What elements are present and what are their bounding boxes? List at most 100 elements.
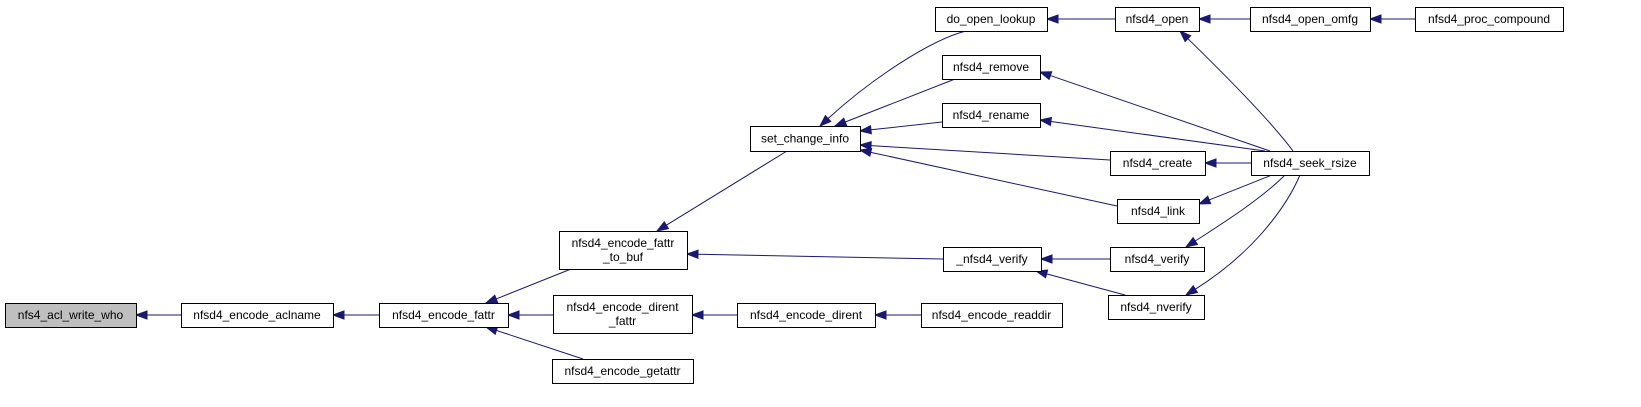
node-box (942, 55, 1041, 80)
edge-line (1050, 75, 1271, 152)
arrowhead (1197, 195, 1212, 205)
node-box (1108, 295, 1205, 320)
node-box (1251, 151, 1370, 176)
node-nfsd4-encode-fattr[interactable]: nfsd4_encode_fattr (379, 303, 509, 328)
node-box (943, 247, 1042, 272)
node-label: nfsd4_encode_dirent (750, 308, 863, 322)
edge-line (1187, 38, 1294, 152)
node-nfsd4-encode-getattr[interactable]: nfsd4_encode_getattr (552, 359, 694, 384)
node-nfsd4-remove[interactable]: nfsd4_remove (942, 55, 1041, 80)
arrowhead (134, 310, 148, 320)
edge-nfsd4_seek_rsize-to-nfsd4_remove (1038, 71, 1271, 152)
node-label: nfsd4_encode_fattr (572, 236, 675, 250)
edge-nfsd4_encode_aclname-to-nfs4_acl_write_who (134, 310, 181, 320)
edge-nfsd4_encode_dirent_fattr-to-nfsd4_encode_fattr (506, 310, 553, 320)
node-nfsd4-encode-dirent-fattr[interactable]: nfsd4_encode_dirent_fattr (553, 295, 693, 334)
edge-nfsd4_create-to-set_change_info (858, 140, 1111, 161)
arrowhead (1184, 236, 1199, 248)
node-box (1110, 151, 1206, 176)
edge-nfsd4_proc_compound-to-nfsd4_open_omfg (1368, 14, 1415, 24)
arrowhead (655, 220, 670, 232)
node-label: nfsd4_encode_dirent (566, 300, 679, 314)
node-box (1115, 7, 1200, 32)
node-do-open-lookup[interactable]: do_open_lookup (935, 7, 1048, 32)
edge-nfsd4_seek_rsize-to-nfsd4_rename (1038, 116, 1266, 152)
edge-do_open_lookup-to-set_change_info (818, 30, 967, 127)
node-box (942, 103, 1041, 128)
edge-line (1050, 121, 1266, 152)
edge-line (870, 151, 1118, 207)
node-nfsd4-open[interactable]: nfsd4_open (1115, 7, 1200, 32)
edge-line (496, 268, 572, 300)
node-label: nfsd4_verify (1125, 252, 1190, 266)
node-set-change-info[interactable]: set_change_info (750, 126, 861, 152)
node-label: nfsd4_proc_compound (1428, 12, 1550, 26)
arrowhead (1038, 71, 1053, 81)
node-nfsd4-link[interactable]: nfsd4_link (1117, 199, 1200, 224)
node-label: nfsd4_seek_rsize (1263, 156, 1357, 170)
edge-nfsd4_seek_rsize-to-nfsd4_verify (1184, 174, 1286, 248)
node-nfsd4-create[interactable]: nfsd4_create (1110, 151, 1206, 176)
node-nfsd4-encode-aclname[interactable]: nfsd4_encode_aclname (181, 303, 334, 328)
node-nfsd4-open-omfg[interactable]: nfsd4_open_omfg (1250, 7, 1371, 32)
edge-line (870, 145, 1111, 161)
edge-set_change_info-to-nfsd4_encode_fattr_to_buf (655, 150, 788, 232)
edge-nfsd4_nverify-to-_nfsd4_verify (1034, 269, 1126, 296)
node-box (921, 303, 1063, 328)
arrowhead (1184, 284, 1199, 296)
node-nfsd4-encode-readdir[interactable]: nfsd4_encode_readdir (921, 303, 1063, 328)
node-label: nfsd4_link (1131, 204, 1186, 218)
arrowhead (1178, 29, 1192, 43)
node-nfsd4-seek-rsize[interactable]: nfsd4_seek_rsize (1251, 151, 1370, 176)
edge-nfsd4_open-to-do_open_lookup (1045, 14, 1115, 24)
edge-nfsd4_link-to-set_change_info (858, 147, 1118, 207)
node-box (181, 303, 334, 328)
arrowhead (818, 114, 832, 127)
node-nfsd4-nverify[interactable]: nfsd4_nverify (1108, 295, 1205, 320)
arrowhead (690, 310, 704, 320)
edges-layer (134, 14, 1415, 360)
edge-nfsd4_encode_dirent-to-nfsd4_encode_dirent_fattr (690, 310, 737, 320)
edge-nfsd4_seek_rsize-to-nfsd4_nverify (1184, 174, 1301, 296)
node-label: do_open_lookup (947, 12, 1036, 26)
node-box (559, 231, 688, 270)
node-box (1415, 7, 1564, 32)
arrowhead (833, 117, 848, 127)
arrowhead (484, 294, 499, 304)
node-nfsd4-verify[interactable]: nfsd4_verify (1110, 247, 1205, 272)
node-label: nfsd4_create (1123, 156, 1193, 170)
edge-line (1209, 174, 1273, 201)
node--nfsd4-verify[interactable]: _nfsd4_verify (943, 247, 1042, 272)
edge-line (496, 329, 584, 360)
edge-line (1194, 174, 1286, 242)
edge-_nfsd4_verify-to-nfsd4_encode_fattr_to_buf (685, 249, 944, 260)
edge-line (845, 78, 956, 123)
arrowhead (1368, 14, 1382, 24)
node-nfsd4-rename[interactable]: nfsd4_rename (942, 103, 1041, 128)
node-label: nfsd4_remove (953, 60, 1029, 74)
arrowhead (858, 147, 873, 158)
arrowhead (1203, 158, 1217, 168)
edge-line (827, 30, 967, 119)
edge-line (1195, 174, 1301, 290)
node-box (1110, 247, 1205, 272)
arrowhead (685, 249, 699, 259)
edge-nfsd4_seek_rsize-to-nfsd4_open (1178, 29, 1294, 152)
node-nfsd4-proc-compound[interactable]: nfsd4_proc_compound (1415, 7, 1564, 32)
arrowhead (331, 310, 345, 320)
node-nfsd4-encode-fattr-to-buf[interactable]: nfsd4_encode_fattr_to_buf (559, 231, 688, 270)
node-nfsd4-encode-dirent[interactable]: nfsd4_encode_dirent (737, 303, 876, 328)
edge-nfsd4_encode_fattr-to-nfsd4_encode_aclname (331, 310, 379, 320)
edge-nfsd4_remove-to-set_change_info (833, 78, 956, 127)
node-nfs4-acl-write-who[interactable]: nfs4_acl_write_who (5, 303, 137, 328)
node-label: _nfsd4_verify (955, 252, 1027, 266)
node-box (379, 303, 509, 328)
arrowhead (1045, 14, 1059, 24)
arrowhead (858, 140, 872, 151)
node-label: nfsd4_encode_getattr (564, 364, 680, 378)
arrowhead (858, 125, 872, 135)
arrowhead (1039, 254, 1053, 264)
node-label: nfsd4_open (1126, 12, 1189, 26)
edge-nfsd4_seek_rsize-to-nfsd4_create (1203, 158, 1251, 168)
node-label: nfsd4_open_omfg (1262, 12, 1358, 26)
